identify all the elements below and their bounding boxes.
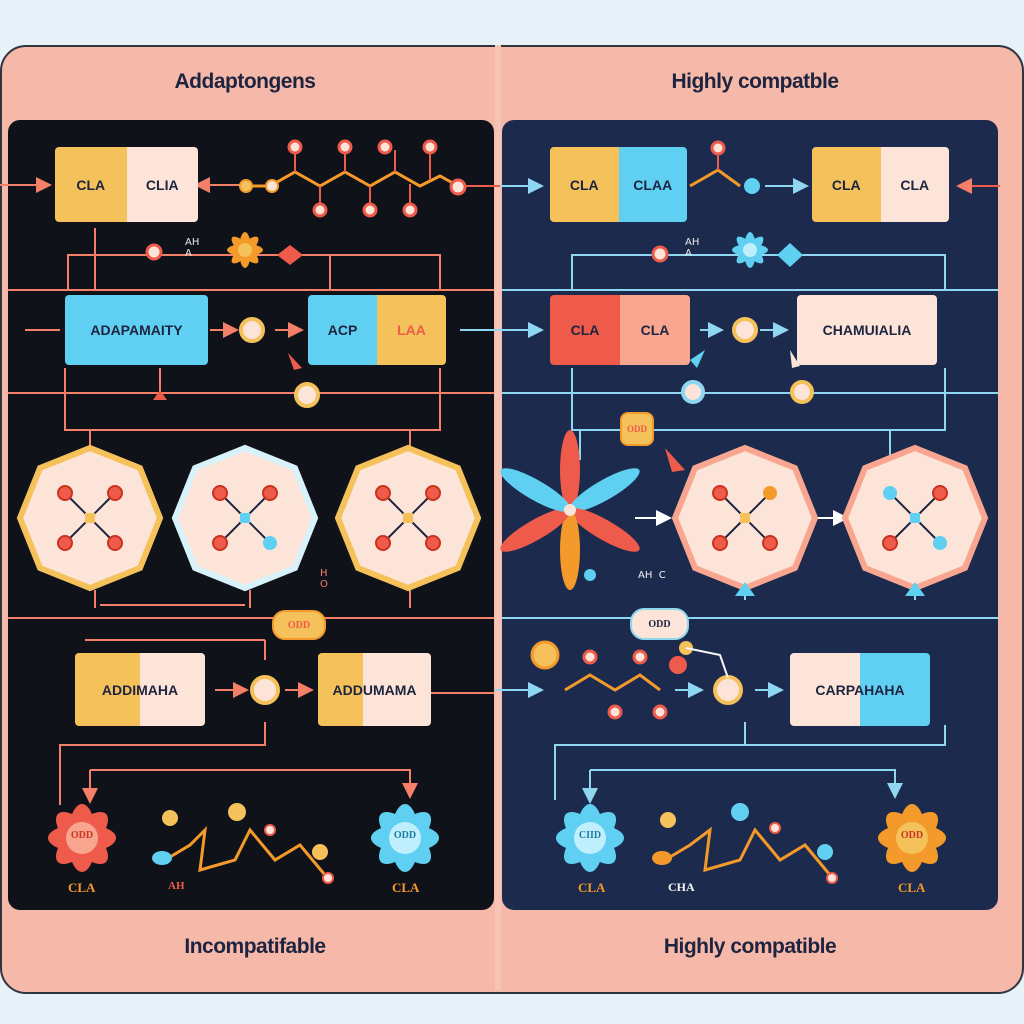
right-bottom-label-2: CHA — [668, 880, 695, 894]
right-diamond — [777, 243, 803, 267]
right-mid-box-2-label: CHAMUIALIA — [822, 322, 912, 338]
left-header: Addaptongens — [174, 70, 317, 93]
left-bottom-flower-1 — [48, 804, 116, 872]
left-node-3 — [294, 382, 320, 408]
right-badge-top: ODD — [620, 412, 654, 446]
left-small-low: H O — [320, 568, 328, 590]
left-footer: Incompatifable — [184, 935, 326, 958]
right-mid-box-2[interactable]: CHAMUIALIA — [797, 295, 937, 365]
right-mid-box-1-b: CLA — [620, 295, 690, 365]
right-pinwheel — [500, 430, 640, 590]
right-footer: Highly compatible — [663, 935, 837, 958]
left-top-box-a: CLA — [55, 147, 127, 222]
left-mid-box-2[interactable]: ACP LAA — [308, 295, 446, 365]
left-top-box[interactable]: CLA CLIA — [55, 147, 198, 222]
left-top-flower — [227, 232, 263, 268]
right-mid-box-1[interactable]: CLA CLA — [550, 295, 690, 365]
left-diamond — [277, 245, 303, 265]
left-molecules — [16, 444, 482, 592]
left-bottom-label-1: CLA — [68, 880, 96, 895]
left-flower-1-text: ODD — [70, 830, 94, 841]
left-node-1 — [145, 243, 163, 261]
right-top-flower — [732, 232, 768, 268]
left-small-top: AH A — [185, 237, 200, 259]
center-divider — [495, 45, 501, 990]
right-top-molecule — [689, 140, 760, 194]
left-bottom-label-2: AH — [168, 880, 185, 892]
left-node-4 — [250, 675, 280, 705]
left-mid-box-2-a: ACP — [308, 295, 377, 365]
right-header: Highly compatble — [671, 70, 839, 93]
left-low-box-1[interactable]: ADDIMAHA — [75, 653, 205, 726]
right-small-low: AH C — [638, 570, 666, 581]
left-bottom-flower-2 — [371, 804, 439, 872]
right-small-top: AH A — [685, 237, 700, 259]
right-bottom-flower-2 — [878, 804, 946, 872]
right-bottom-label-3: CLA — [898, 880, 926, 895]
right-low-box[interactable]: CARPAHAHA — [790, 653, 930, 726]
right-flower-2-text: ODD — [900, 830, 924, 841]
left-low-box-2[interactable]: ADDUMAMA — [318, 653, 431, 726]
left-node-2 — [239, 317, 265, 343]
right-bottom-chain — [664, 826, 832, 876]
left-badge: ODD — [272, 610, 326, 640]
right-bottom-flower-1 — [556, 804, 624, 872]
left-bottom-label-3: CLA — [392, 880, 420, 895]
left-mid-box-1-label: ADAPAMAITY — [90, 322, 183, 338]
left-wires — [0, 177, 495, 805]
left-mid-box-2-b: LAA — [377, 295, 446, 365]
right-top-box-2[interactable]: CLA CLA — [812, 147, 949, 222]
right-flower-1-text: CIID — [578, 830, 602, 841]
right-top-box-1-a: CLA — [550, 147, 619, 222]
left-low-box-1-label: ADDIMAHA — [101, 681, 179, 698]
right-badge-low: ODD — [630, 608, 689, 640]
left-top-box-b: CLIA — [126, 147, 198, 222]
left-top-molecule — [239, 139, 467, 218]
left-flower-2-text: ODD — [393, 830, 417, 841]
right-top-box-2-b: CLA — [880, 147, 949, 222]
right-top-box-1-b: CLAA — [618, 147, 687, 222]
right-top-box-1[interactable]: CLA CLAA — [550, 147, 687, 222]
left-low-box-2-label: ADDUMAMA — [332, 681, 417, 698]
right-low-box-label: CARPAHAHA — [815, 681, 905, 698]
right-mid-box-1-a: CLA — [550, 295, 620, 365]
left-mid-box-1[interactable]: ADAPAMAITY — [65, 295, 208, 365]
left-bottom-chain — [164, 825, 327, 876]
right-bottom-label-1: CLA — [578, 880, 606, 895]
right-molecules — [671, 444, 989, 592]
right-top-box-2-a: CLA — [812, 147, 881, 222]
right-lower-chain — [530, 640, 743, 720]
